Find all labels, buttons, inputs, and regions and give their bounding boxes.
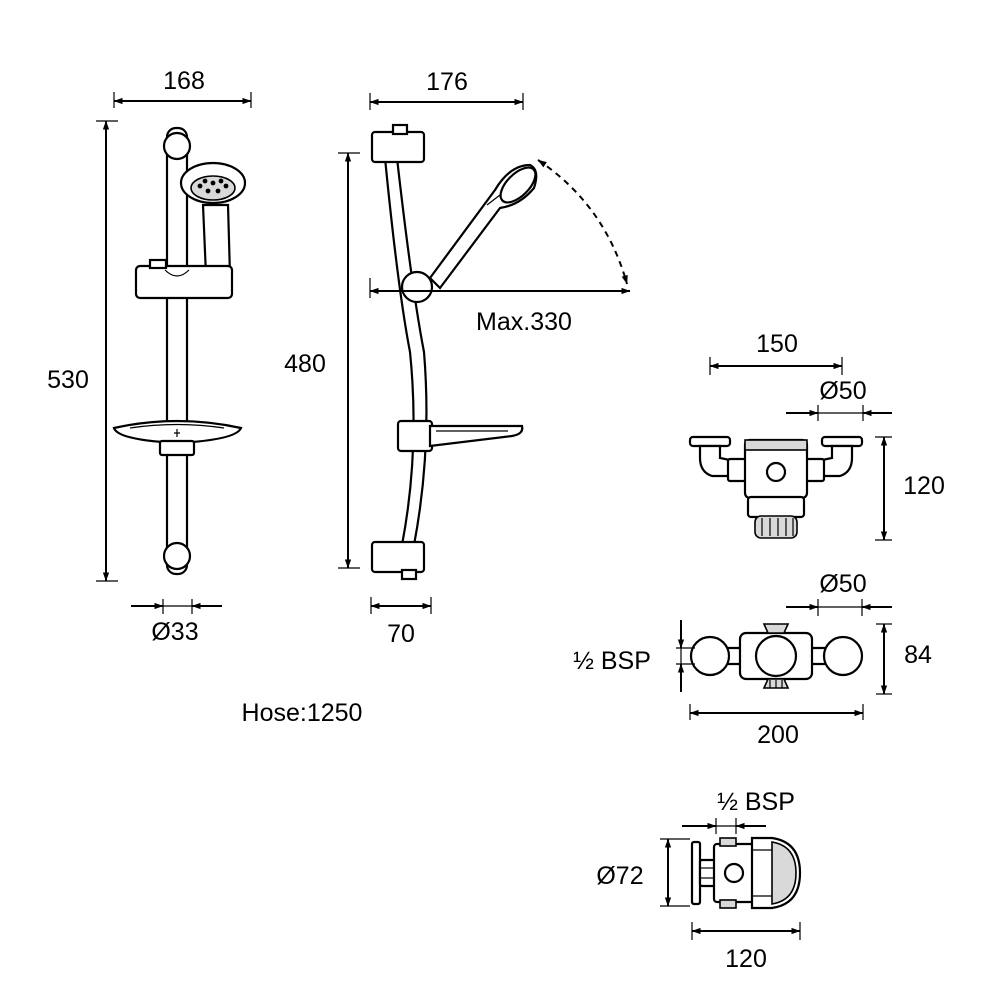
dim-kit-front-height: 530 [47,366,89,394]
dim-valve-front-height: 120 [903,472,945,500]
dim-valve-top-bsp: ½ BSP [573,647,651,675]
dim-valve-front-width: 150 [756,330,798,358]
dim-valve-top-diameter: Ø50 [819,570,866,598]
dim-kit-side-bracket: 70 [387,620,415,648]
valve-side-view: ½ BSP Ø72 120 [596,788,802,973]
dim-valve-side-bsp: ½ BSP [717,788,795,816]
dim-kit-side-height: 480 [284,350,326,378]
dim-valve-side-diameter: Ø72 [596,862,643,890]
dim-valve-top-width: 200 [757,721,799,749]
dim-rail-diameter: Ø33 [151,618,198,646]
dim-valve-side-depth: 120 [725,945,767,973]
dim-valve-front-diameter: Ø50 [819,377,866,405]
riser-kit-side-view: 176 480 Max.330 70 [284,68,631,648]
valve-front-view: 150 Ø50 120 [688,330,945,541]
valve-top-view: Ø50 ½ BSP 84 200 [573,570,932,749]
dim-kit-side-depth: 176 [426,68,468,96]
dim-kit-front-width: 168 [163,67,205,95]
hose-length-label: Hose:1250 [242,699,363,727]
dim-valve-top-height: 84 [904,641,932,669]
dim-kit-side-max: Max.330 [476,308,572,336]
riser-kit-front-view: 168 530 Ø33 [47,67,252,646]
